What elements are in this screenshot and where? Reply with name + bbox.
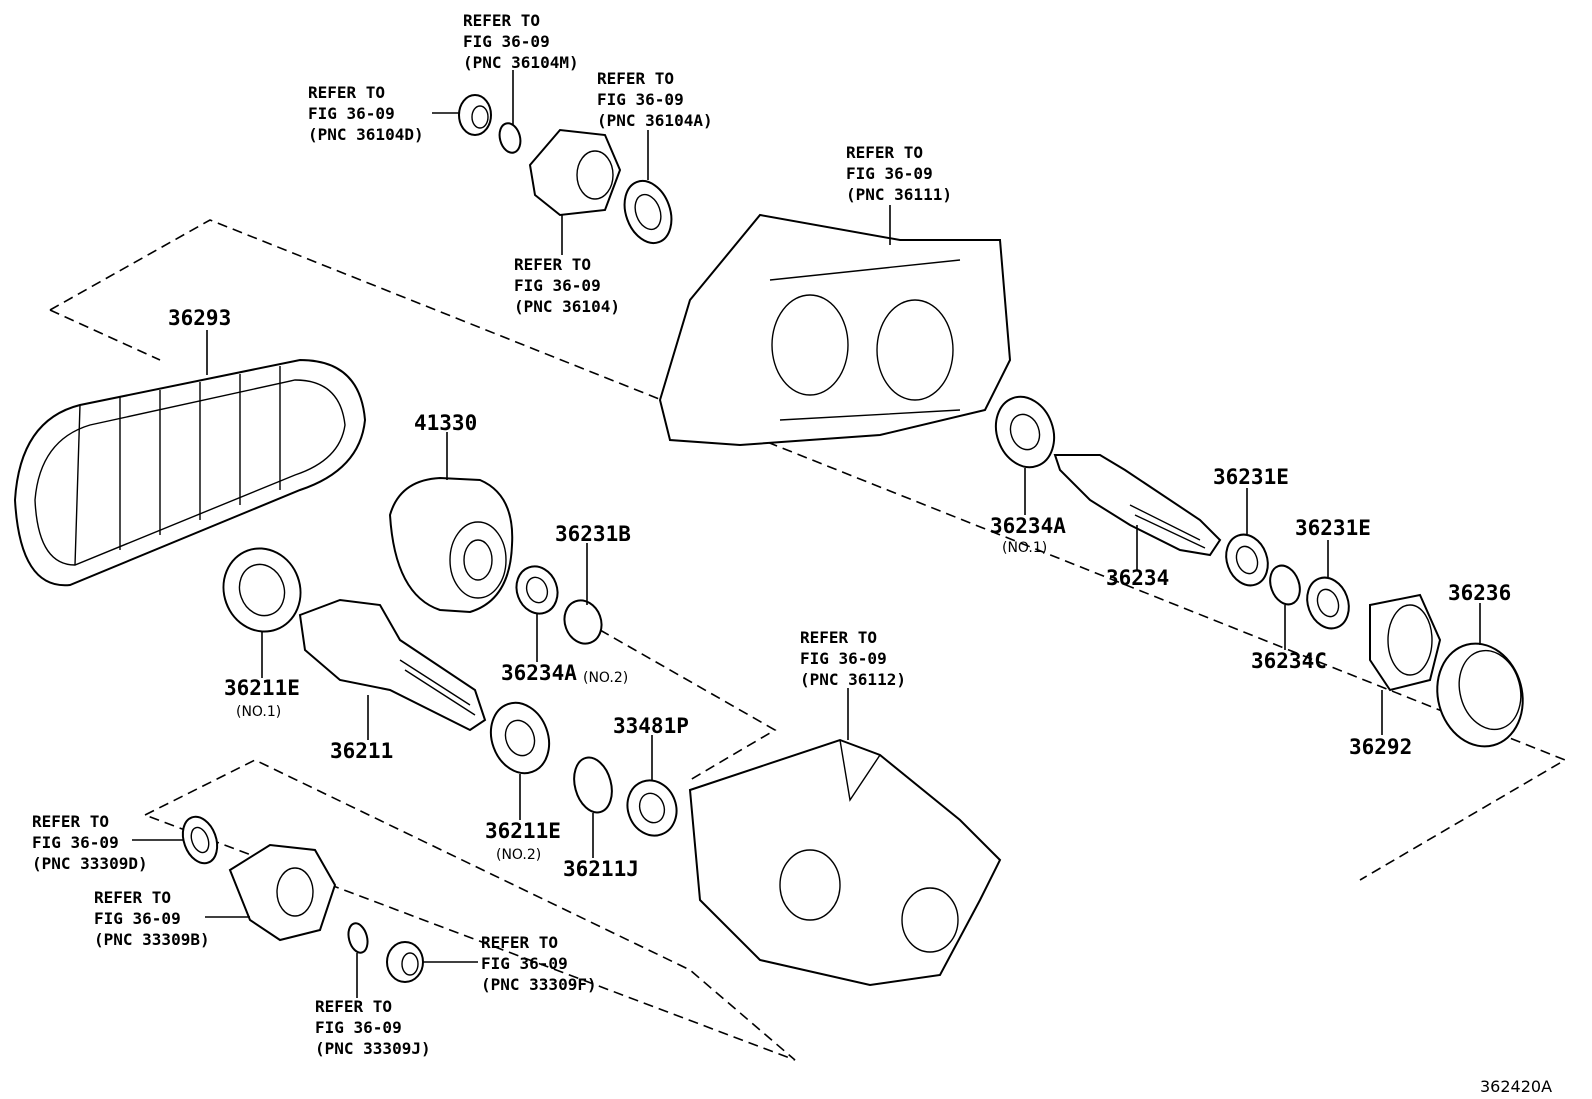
gear-36236 — [1436, 642, 1524, 748]
shaft-36211 — [298, 598, 487, 732]
oil-seal-33309D — [181, 815, 219, 865]
flange-36104 — [528, 128, 622, 217]
label-36211E-no1-sub: (NO.1) — [236, 704, 281, 720]
sprocket-41330 — [388, 476, 514, 614]
refer-callouts: REFER TO FIG 36-09 (PNC 36104M) REFER TO… — [32, 11, 952, 1058]
part-labels: 36293 41330 36231B 36211E (NO.1) 36211 3… — [168, 306, 1511, 881]
bearing-36231E-a — [1225, 533, 1269, 587]
label-36211E-no2-sub: (NO.2) — [496, 847, 541, 863]
ring-36234C — [1269, 564, 1301, 606]
sleeve-36292 — [1369, 593, 1442, 692]
label-36231B: 36231B — [555, 522, 631, 546]
ref-33309B: REFER TO FIG 36-09 (PNC 33309B) — [94, 888, 210, 949]
transfer-case-rear — [658, 213, 1012, 447]
bearing-36231E-b — [1306, 576, 1350, 630]
dashed-boundaries — [49, 219, 1567, 1061]
snap-ring-36231B — [563, 599, 603, 645]
label-36211J: 36211J — [563, 857, 639, 881]
label-36234: 36234 — [1106, 566, 1169, 590]
flange-33309B — [228, 843, 337, 942]
transfer-case-front — [688, 738, 1002, 987]
label-36231E-b: 36231E — [1295, 516, 1371, 540]
label-36292: 36292 — [1349, 735, 1412, 759]
nut-36104D — [458, 94, 492, 136]
label-36211E-no2: 36211E — [485, 819, 561, 843]
label-36234A-no1-sub: (NO.1) — [1002, 540, 1047, 556]
ref-33309D: REFER TO FIG 36-09 (PNC 33309D) — [32, 812, 148, 873]
ref-33309F: REFER TO FIG 36-09 (PNC 33309F) — [481, 933, 597, 994]
label-36234A-no2: 36234A — [501, 661, 577, 685]
bearing-36234A-no1 — [994, 395, 1056, 469]
leader-lines — [132, 70, 1481, 998]
ref-36104D: REFER TO FIG 36-09 (PNC 36104D) — [308, 83, 424, 144]
ref-36104: REFER TO FIG 36-09 (PNC 36104) — [514, 255, 620, 316]
figure-id: 362420A — [1480, 1077, 1552, 1096]
o-ring-33309J — [347, 922, 369, 954]
label-36293: 36293 — [168, 306, 231, 330]
label-36231E-a: 36231E — [1213, 465, 1289, 489]
bearing-36234A-no2 — [515, 565, 559, 615]
shaft-36234 — [1053, 454, 1222, 557]
label-36234C: 36234C — [1251, 649, 1327, 673]
oil-seal-36104A — [623, 180, 673, 244]
nut-33309F — [386, 941, 424, 983]
bearing-36211E-no2 — [489, 701, 551, 775]
label-36211E-no1: 36211E — [224, 676, 300, 700]
label-41330: 41330 — [414, 411, 477, 435]
ref-36104A: REFER TO FIG 36-09 (PNC 36104A) — [597, 69, 713, 130]
label-33481P: 33481P — [613, 714, 689, 738]
label-36234A-no2-sub: (NO.2) — [583, 670, 628, 686]
o-ring-36104M — [498, 122, 522, 154]
snap-ring-36211J — [573, 756, 613, 814]
ref-33309J: REFER TO FIG 36-09 (PNC 33309J) — [315, 997, 431, 1058]
label-36234A-no1: 36234A — [990, 514, 1066, 538]
bearing-36211E-no1 — [222, 547, 302, 633]
ref-36112: REFER TO FIG 36-09 (PNC 36112) — [800, 628, 906, 689]
drive-chain-36293 — [13, 358, 367, 587]
label-36211: 36211 — [330, 739, 393, 763]
ref-36104M: REFER TO FIG 36-09 (PNC 36104M) — [463, 11, 579, 72]
bearing-33481P — [626, 779, 678, 837]
label-36236: 36236 — [1448, 581, 1511, 605]
ref-36111: REFER TO FIG 36-09 (PNC 36111) — [846, 143, 952, 204]
